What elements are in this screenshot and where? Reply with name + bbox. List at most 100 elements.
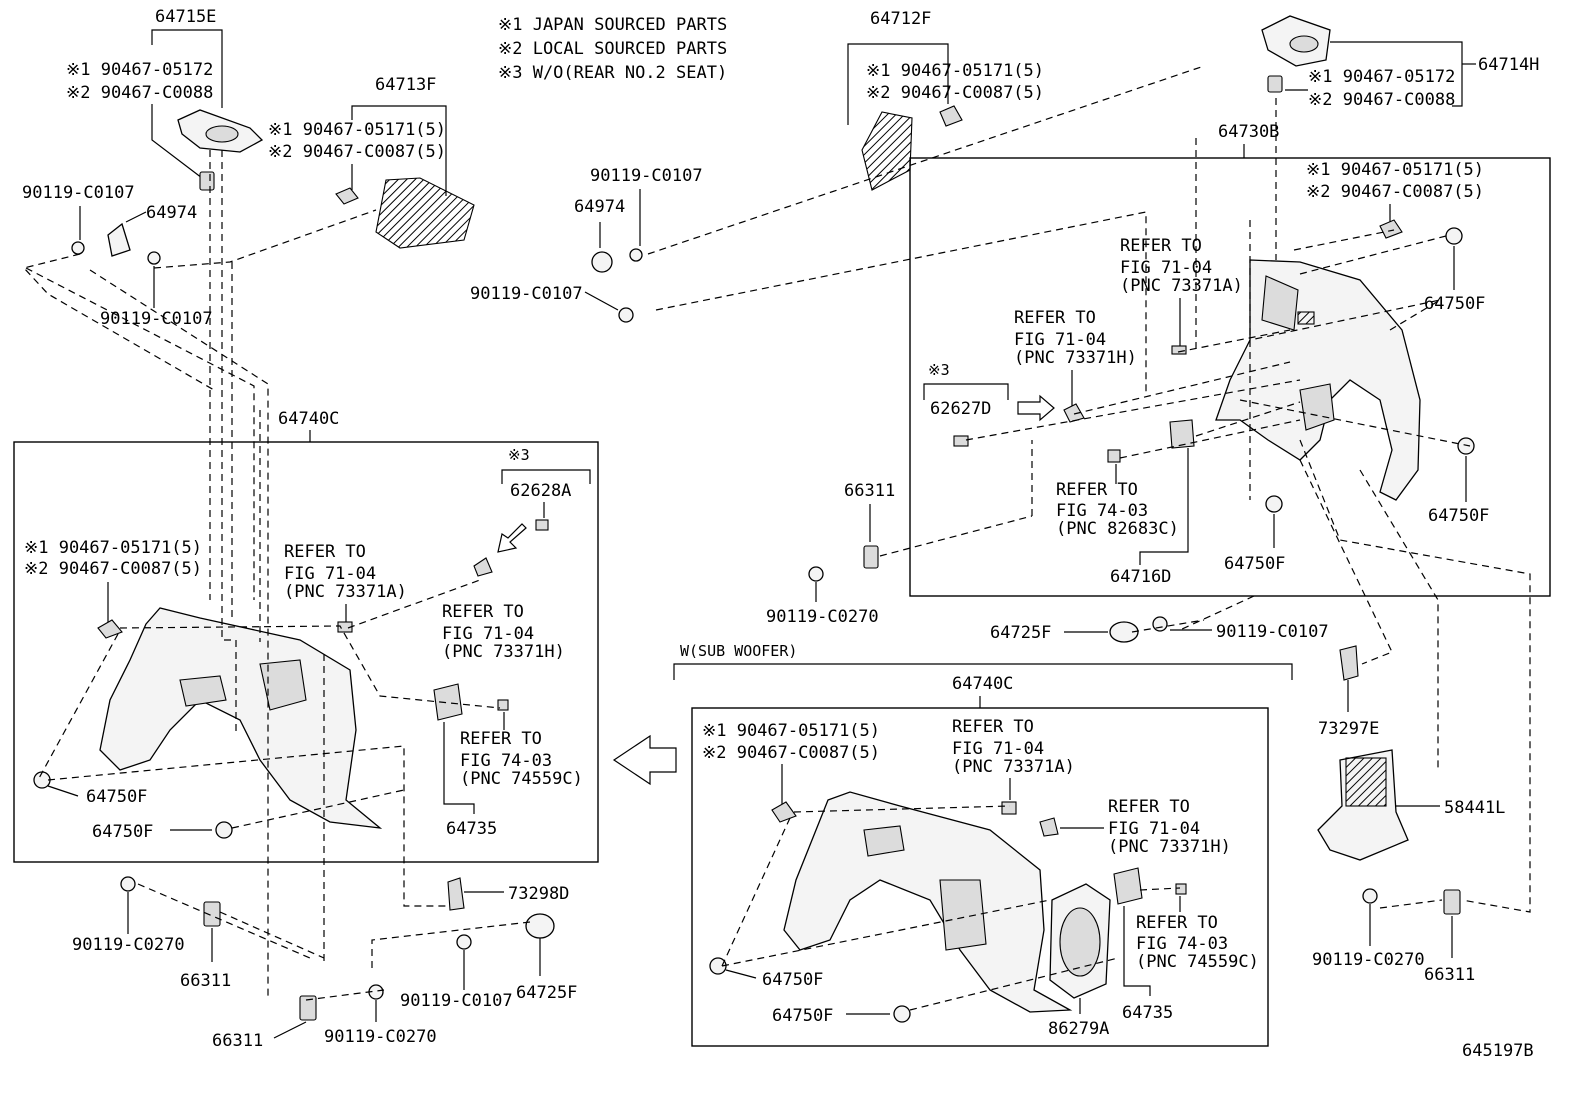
clip-64750F-c xyxy=(1265,495,1283,513)
refer-6-line2: FIG 74-03 xyxy=(460,751,552,771)
part-label-64750F-c: 64750F xyxy=(1224,554,1285,574)
panel-64712F xyxy=(861,111,913,191)
panel-detail-2 xyxy=(1299,383,1335,431)
screw-90119-d xyxy=(618,307,634,323)
group-left-bottom: 90119-C0270 66311 73298D 90119-C0107 647… xyxy=(72,876,577,1051)
refer-6-line1: REFER TO xyxy=(460,729,542,749)
ref-part-74559C-b xyxy=(1175,883,1187,895)
box-64740C-a xyxy=(13,441,599,863)
quarter-panel-64740C-b xyxy=(783,791,1073,1013)
refer-4-line3: (PNC 73371A) xyxy=(284,582,407,602)
screw-90119-c xyxy=(629,248,643,262)
refer-1-line3: (PNC 73371A) xyxy=(1120,276,1243,296)
clip-64750F-e xyxy=(215,821,233,839)
part-label-64730B-clip1: ※1 90467-05171(5) xyxy=(1306,160,1484,180)
refer-4-line1: REFER TO xyxy=(284,542,366,562)
retainer-66311-d xyxy=(299,995,317,1021)
part-label-64750F-g: 64750F xyxy=(772,1006,833,1026)
part-label-90119-C0107-b: 90119-C0107 xyxy=(100,309,213,329)
group-66311-a: 66311 90119-C0270 xyxy=(766,481,895,627)
part-62627D xyxy=(953,435,969,447)
clip-64750F-d xyxy=(33,771,51,789)
clip-64750F-f xyxy=(709,957,727,975)
part-label-66311-a: 66311 xyxy=(844,481,895,501)
part-label-64740C-a-clip1: ※1 90467-05171(5) xyxy=(24,538,202,558)
part-label-64713F-clip2: ※2 90467-C0087(5) xyxy=(268,142,446,162)
screw-90119-b xyxy=(147,251,161,265)
screw-90119-e xyxy=(808,566,824,582)
part-label-64750F-b: 64750F xyxy=(1428,506,1489,526)
group-64725F-a: 64725F 90119-C0107 xyxy=(990,616,1329,643)
part-label-64740C-b-clip2: ※2 90467-C0087(5) xyxy=(702,743,880,763)
clip-64714H xyxy=(1267,75,1283,93)
group-64730B: 64730B ※1 90467-05171(5) ※2 90467-C0087(… xyxy=(909,122,1551,597)
retainer-66311-c xyxy=(203,901,221,927)
clip-64740C-a xyxy=(97,619,123,639)
ref-part-73371A-r xyxy=(1171,345,1187,355)
refer-5-line2: FIG 71-04 xyxy=(442,624,534,644)
legend-item-3: ※3 W/O(REAR NO.2 SEAT) xyxy=(498,63,727,83)
part-label-64715E-clip1: ※1 90467-05172 xyxy=(66,60,213,80)
part-label-66311-d: 66311 xyxy=(212,1031,263,1051)
group-right-bottom: 90119-C0270 66311 xyxy=(1312,888,1475,985)
quarter-panel-64740C-a xyxy=(99,607,383,829)
clip-64713F xyxy=(335,187,359,205)
panel-vent xyxy=(1297,311,1315,325)
panel-64713F xyxy=(375,177,475,249)
part-label-64712F: 64712F xyxy=(870,9,931,29)
group-73297E: 73297E xyxy=(1318,645,1379,739)
part-label-64740C-b-clip1: ※1 90467-05171(5) xyxy=(702,721,880,741)
part-label-64735-b: 64735 xyxy=(1122,1003,1173,1023)
part-label-64725F-b: 64725F xyxy=(516,983,577,1003)
refer-6-line3: (PNC 74559C) xyxy=(460,769,583,789)
part-label-64730B: 64730B xyxy=(1218,122,1279,142)
ref-part-73371H-l xyxy=(473,557,493,577)
ref-part-73371H-b xyxy=(1039,817,1059,837)
part-73298D xyxy=(447,877,465,911)
group-58441L: 58441L xyxy=(1317,749,1505,861)
part-label-64750F-e: 64750F xyxy=(92,822,153,842)
diagram-code: 645197B xyxy=(1462,1041,1534,1061)
panel-detail-1 xyxy=(1261,275,1299,331)
refer-2-line2: FIG 71-04 xyxy=(1014,330,1106,350)
part-label-64750F-f: 64750F xyxy=(762,970,823,990)
panel-b-detail-2 xyxy=(863,825,905,857)
refer-1-line1: REFER TO xyxy=(1120,236,1202,256)
part-label-90119-C0107-d: 90119-C0107 xyxy=(470,284,583,304)
group-center-screws: 90119-C0107 64974 90119-C0107 xyxy=(470,166,703,323)
panel-a-detail-1 xyxy=(259,659,307,711)
group-64712F: 64712F ※1 90467-05171(5) ※2 90467-C0087(… xyxy=(847,9,1044,191)
clip-64750F-g xyxy=(893,1005,911,1023)
part-label-90119-C0270-e: 90119-C0270 xyxy=(766,607,879,627)
part-label-90119-C0107-i: 90119-C0107 xyxy=(400,991,513,1011)
panel-b-detail-1 xyxy=(939,879,987,951)
part-label-90119-C0107-f: 90119-C0107 xyxy=(1216,622,1329,642)
note-3-a: ※3 xyxy=(928,361,950,379)
part-label-64974-a: 64974 xyxy=(146,203,197,223)
part-label-64713F-clip1: ※1 90467-05171(5) xyxy=(268,120,446,140)
cap-64974-b xyxy=(591,251,613,273)
part-label-66311-c: 66311 xyxy=(180,971,231,991)
ref-part-73371H-r xyxy=(1063,403,1085,423)
ref-part-74559C-big-l xyxy=(433,683,463,721)
part-label-64750F-d: 64750F xyxy=(86,787,147,807)
cap-64725F-b xyxy=(525,913,555,939)
clip-64715E xyxy=(199,171,215,191)
clip-64750F-b xyxy=(1457,437,1475,455)
box-64740C-b xyxy=(691,707,1269,1047)
ref-part-82683C xyxy=(1107,449,1121,463)
sub-woofer-label: W(SUB WOOFER) xyxy=(680,642,797,660)
refer-1-line2: FIG 71-04 xyxy=(1120,258,1212,278)
cap-64725F-a xyxy=(1109,621,1139,643)
screw-90119-a xyxy=(71,241,85,255)
refer-8-line2: FIG 71-04 xyxy=(1108,819,1200,839)
part-label-90119-C0270-j: 90119-C0270 xyxy=(324,1027,437,1047)
refer-2-line1: REFER TO xyxy=(1014,308,1096,328)
part-label-64750F-a: 64750F xyxy=(1424,294,1485,314)
refer-7-line3: (PNC 73371A) xyxy=(952,757,1075,777)
screw-90119-f xyxy=(1152,616,1168,632)
part-label-64740C-a-clip2: ※2 90467-C0087(5) xyxy=(24,559,202,579)
group-64715E: 64715E ※1 90467-05172 ※2 90467-C0088 xyxy=(66,7,264,191)
clip-64740C-b xyxy=(771,801,797,823)
